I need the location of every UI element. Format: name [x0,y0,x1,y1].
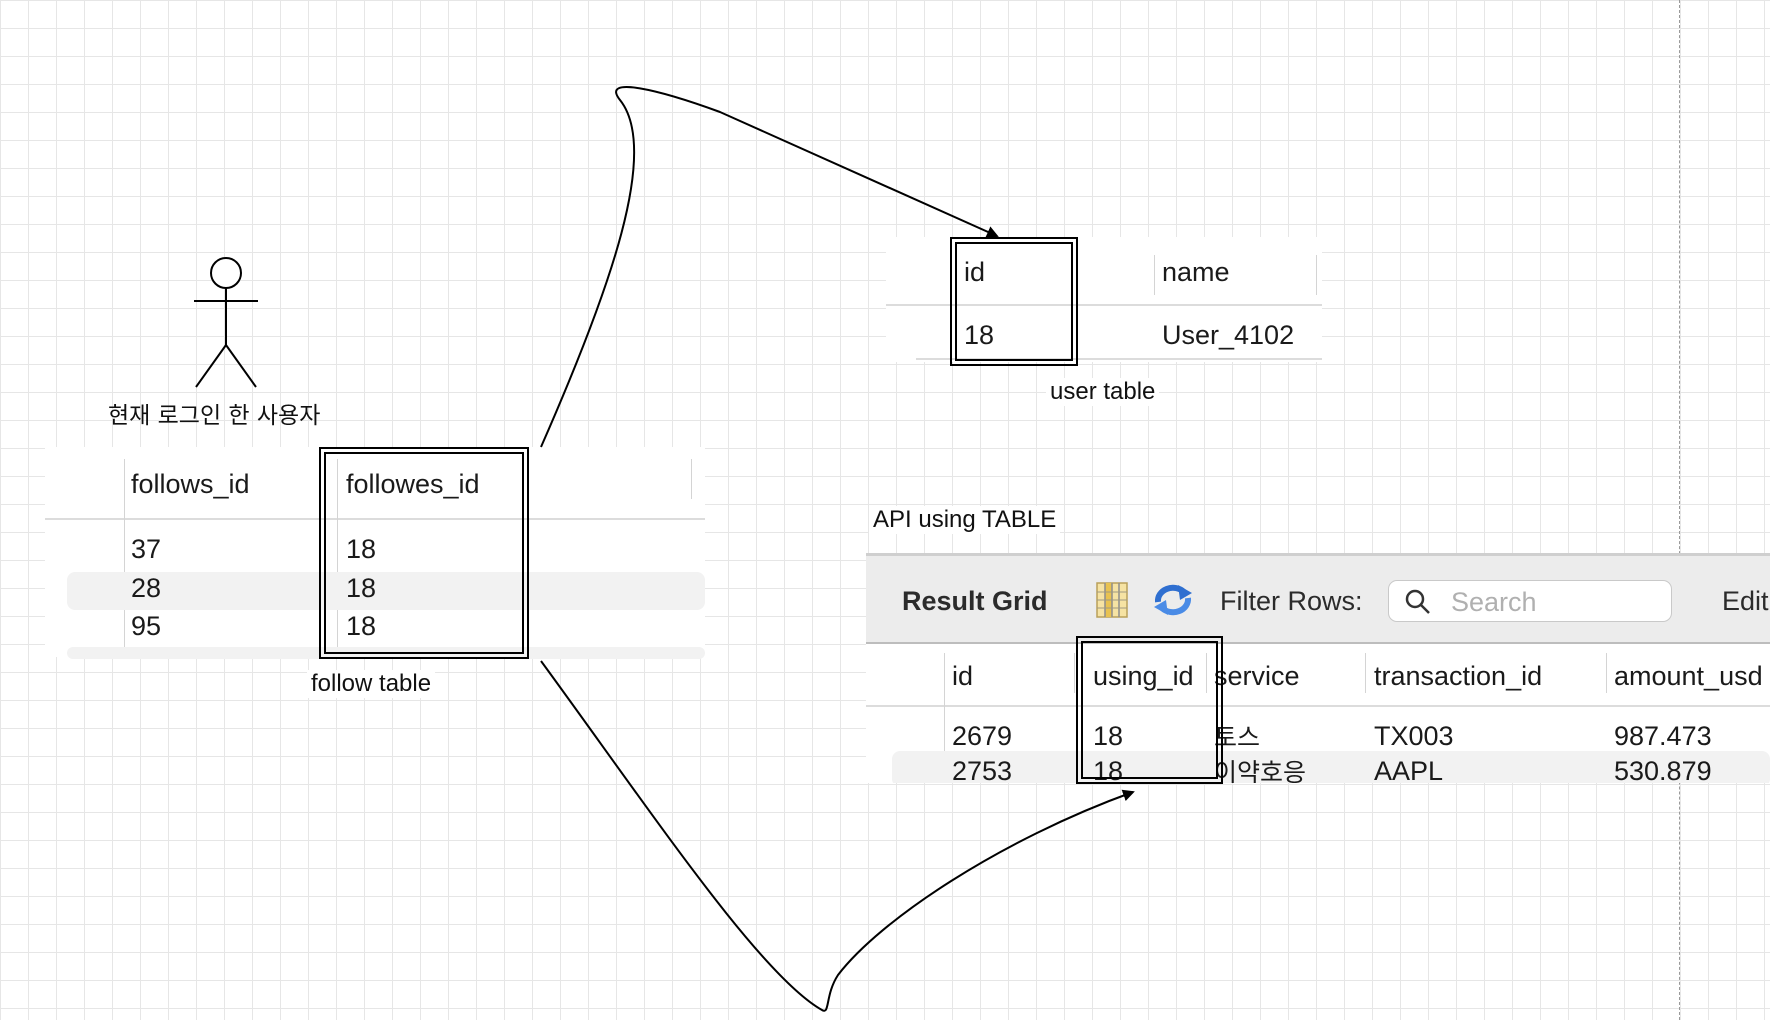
table-cell: AAPL [1374,756,1444,783]
column-divider [1606,653,1607,693]
column-header-service: service [1214,661,1300,691]
table-cell: 2679 [952,721,1013,751]
user-id-highlight [950,237,1078,366]
table-cell: 37 [131,534,162,564]
column-divider [1154,255,1155,295]
header-divider [886,304,1322,306]
header-divider [45,518,705,520]
column-header-follows-id: follows_id [131,469,250,499]
using-id-highlight [1076,636,1223,784]
row-stripe [67,572,705,610]
table-cell: 이약호응 [1214,758,1307,783]
header-divider [866,705,1770,707]
grid-columns-icon[interactable] [1096,582,1128,618]
follow-table: follows_id followes_id 37 18 28 18 95 18 [45,447,705,659]
search-placeholder: Search [1451,587,1537,617]
user-table-caption: user table [1046,378,1160,406]
column-header-transaction-id: transaction_id [1374,661,1543,691]
column-divider [1365,653,1366,693]
table-cell: User_4102 [1162,320,1295,350]
followes-id-highlight [319,447,529,659]
column-header-followes-id: followes_id [346,469,480,499]
table-cell: 18 [346,611,377,641]
table-cell: 18 [346,573,377,603]
api-table-caption: API using TABLE [869,506,1061,534]
table-cell: 28 [131,573,162,603]
filter-rows-label: Filter Rows: [1220,586,1363,616]
column-divider [1316,255,1317,295]
follow-table-caption: follow table [307,670,436,698]
result-grid: Result Grid Filter Rows: Search Edit [866,553,1770,783]
table-cell: 2753 [952,756,1013,783]
table-cell: 530.879 [1614,756,1712,783]
column-header-amount-usd: amount_usd [1614,661,1763,691]
row-divider [916,358,1322,360]
table-cell: TX003 [1374,721,1454,751]
search-input[interactable]: Search [1388,580,1672,622]
column-header-name: name [1162,257,1230,287]
table-cell: 95 [131,611,162,641]
column-divider [337,459,338,655]
column-header-id: id [952,661,974,691]
actor-label: 현재 로그인 한 사용자 [108,403,321,429]
column-divider [1206,653,1207,693]
table-cell: 18 [346,534,377,564]
edit-button[interactable]: Edit [1722,586,1769,616]
result-grid-title: Result Grid [902,586,1048,616]
search-icon [1405,589,1430,614]
page-guide-line [1679,0,1680,1020]
user-actor-icon [194,257,258,388]
result-grid-toolbar: Result Grid Filter Rows: Search Edit [866,553,1770,644]
column-divider [691,459,692,499]
table-cell: 987.473 [1614,721,1712,751]
column-divider [1074,653,1075,693]
column-divider [124,459,125,655]
refresh-icon[interactable] [1152,582,1194,618]
